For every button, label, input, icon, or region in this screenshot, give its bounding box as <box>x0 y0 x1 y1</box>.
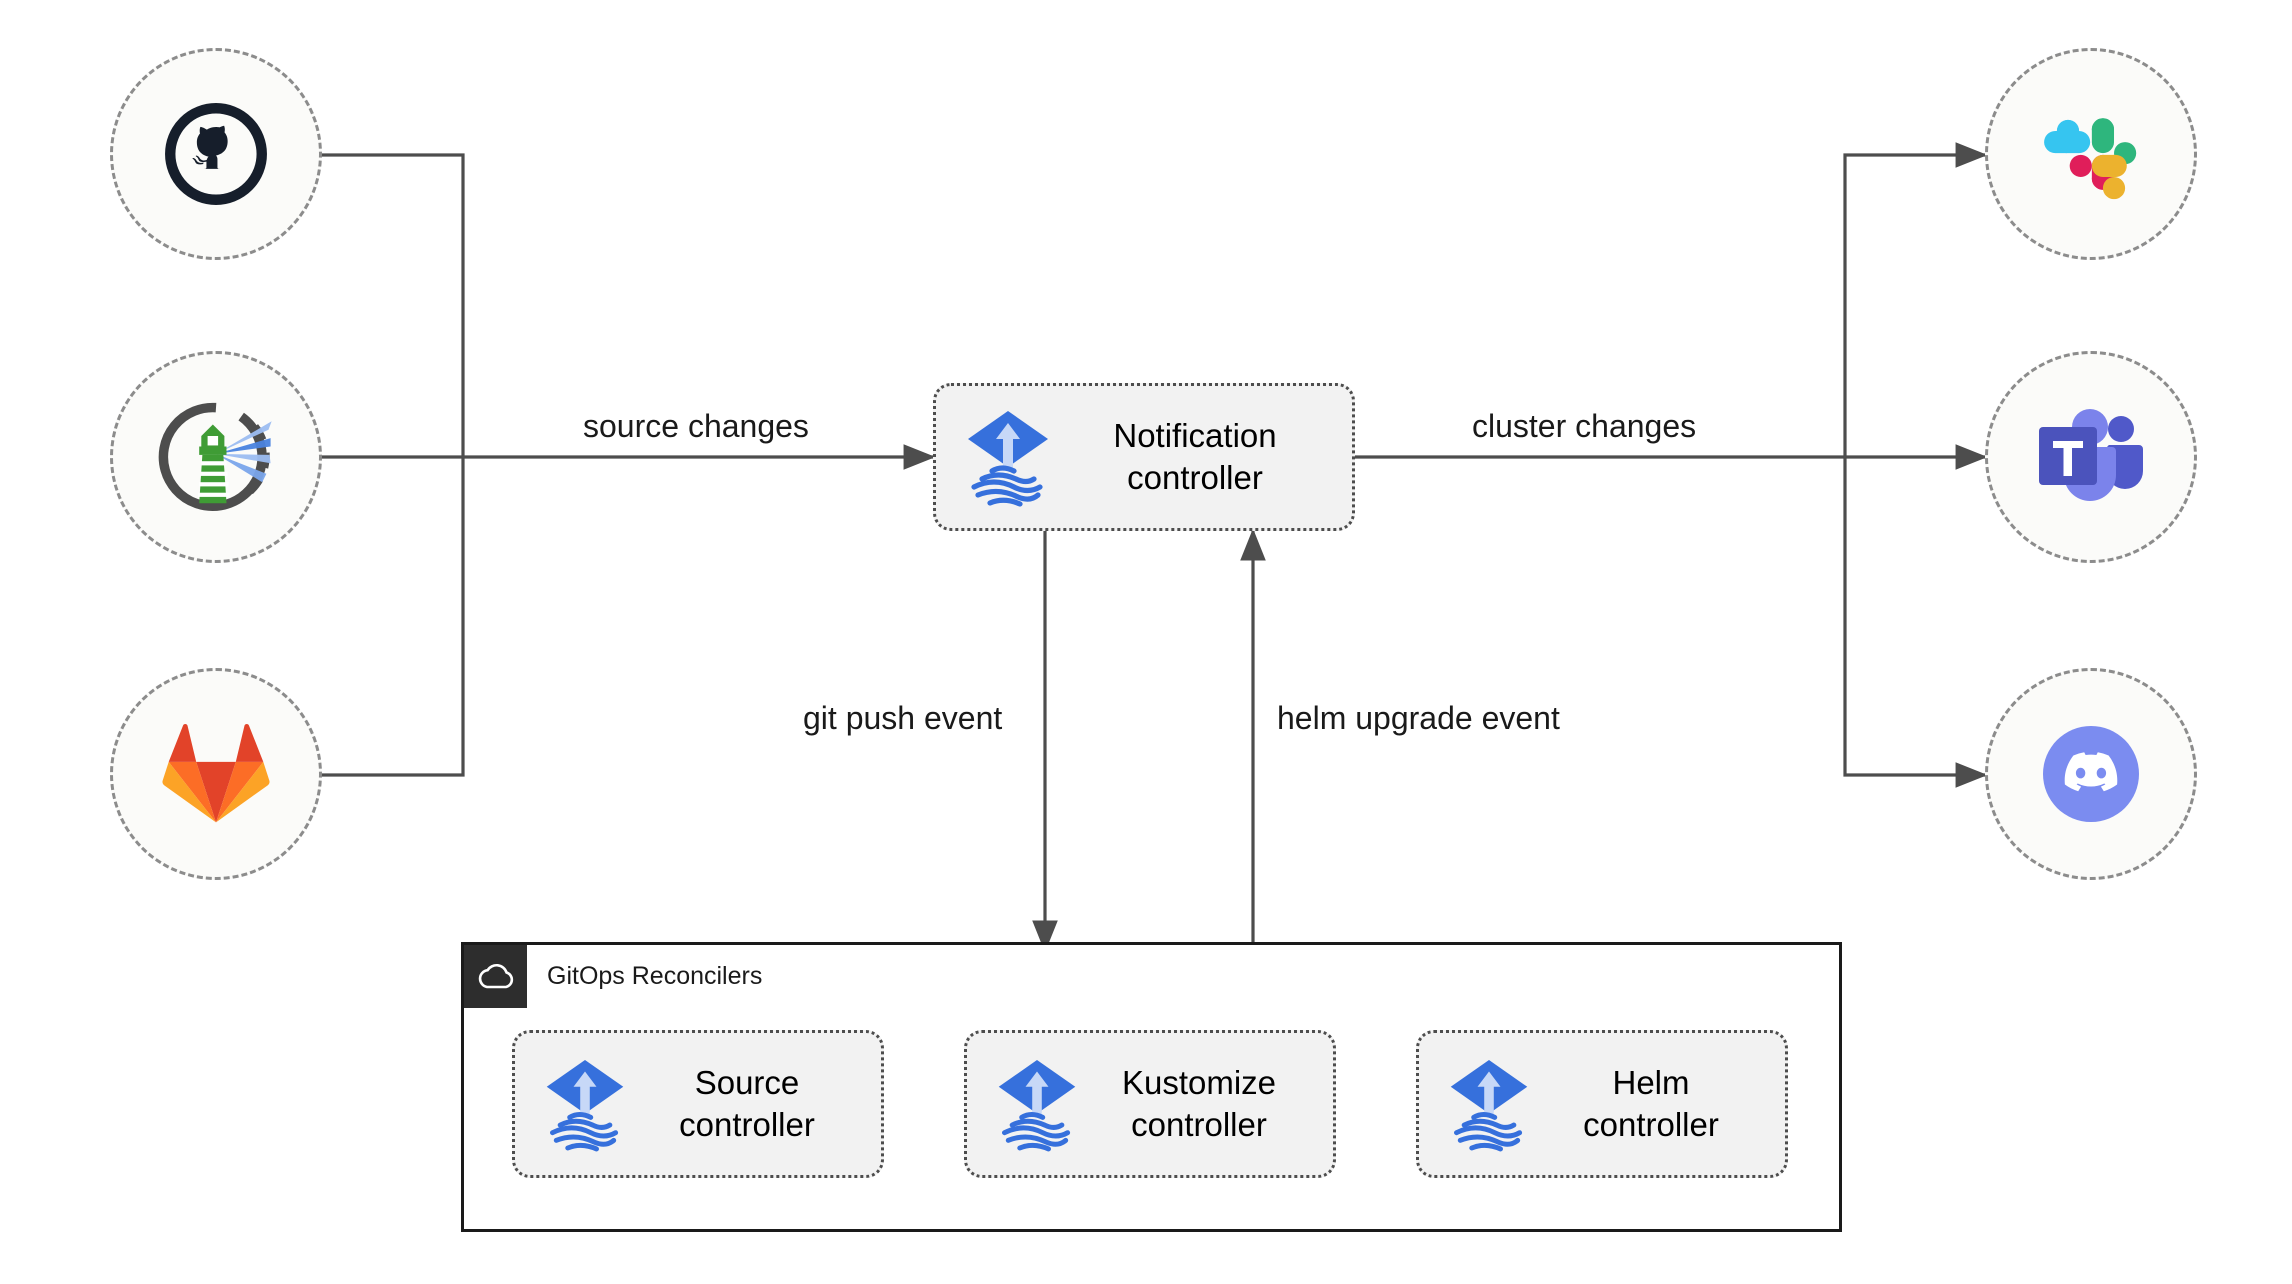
target-node-discord[interactable] <box>1985 668 2197 880</box>
source-controller-node[interactable]: Source controller <box>512 1030 884 1178</box>
gitlab-icon <box>162 724 270 823</box>
group-title: GitOps Reconcilers <box>547 962 763 990</box>
flux-controller-icon <box>993 1054 1081 1154</box>
group-header: GitOps Reconcilers <box>464 945 762 1008</box>
notification-controller-label: Notification controller <box>1113 416 1277 496</box>
edge-gitlab-to-trunk <box>320 457 465 777</box>
edge-label-source-changes: source changes <box>583 408 809 444</box>
edge-github-to-trunk <box>320 153 465 457</box>
github-icon <box>165 103 267 205</box>
flux-controller-icon <box>962 405 1054 509</box>
edge-label-helm-upgrade-event: helm upgrade event <box>1277 700 1560 736</box>
target-node-slack[interactable] <box>1985 48 2197 260</box>
source-controller-label: Source controller <box>679 1063 815 1143</box>
helm-controller-label: Helm controller <box>1583 1063 1719 1143</box>
flux-controller-icon <box>541 1054 629 1154</box>
notification-controller-node[interactable]: Notification controller <box>933 383 1355 531</box>
flux-lighthouse-icon <box>158 402 272 511</box>
slack-icon <box>2044 118 2137 200</box>
cloud-icon <box>464 945 527 1008</box>
edge-to-slack <box>1843 142 1988 457</box>
source-node-gitlab[interactable] <box>110 668 322 880</box>
kustomize-controller-label: Kustomize controller <box>1121 1063 1277 1143</box>
edge-to-discord <box>1843 457 1988 788</box>
source-node-flux[interactable] <box>110 351 322 563</box>
edge-label-cluster-changes: cluster changes <box>1472 408 1697 444</box>
kustomize-controller-node[interactable]: Kustomize controller <box>964 1030 1336 1178</box>
discord-icon <box>2043 726 2139 822</box>
edge-label-git-push-event: git push event <box>803 700 1003 736</box>
helm-controller-node[interactable]: Helm controller <box>1416 1030 1788 1178</box>
microsoft-teams-icon <box>2039 409 2143 501</box>
target-node-teams[interactable] <box>1985 351 2197 563</box>
source-node-github[interactable] <box>110 48 322 260</box>
flux-controller-icon <box>1445 1054 1533 1154</box>
